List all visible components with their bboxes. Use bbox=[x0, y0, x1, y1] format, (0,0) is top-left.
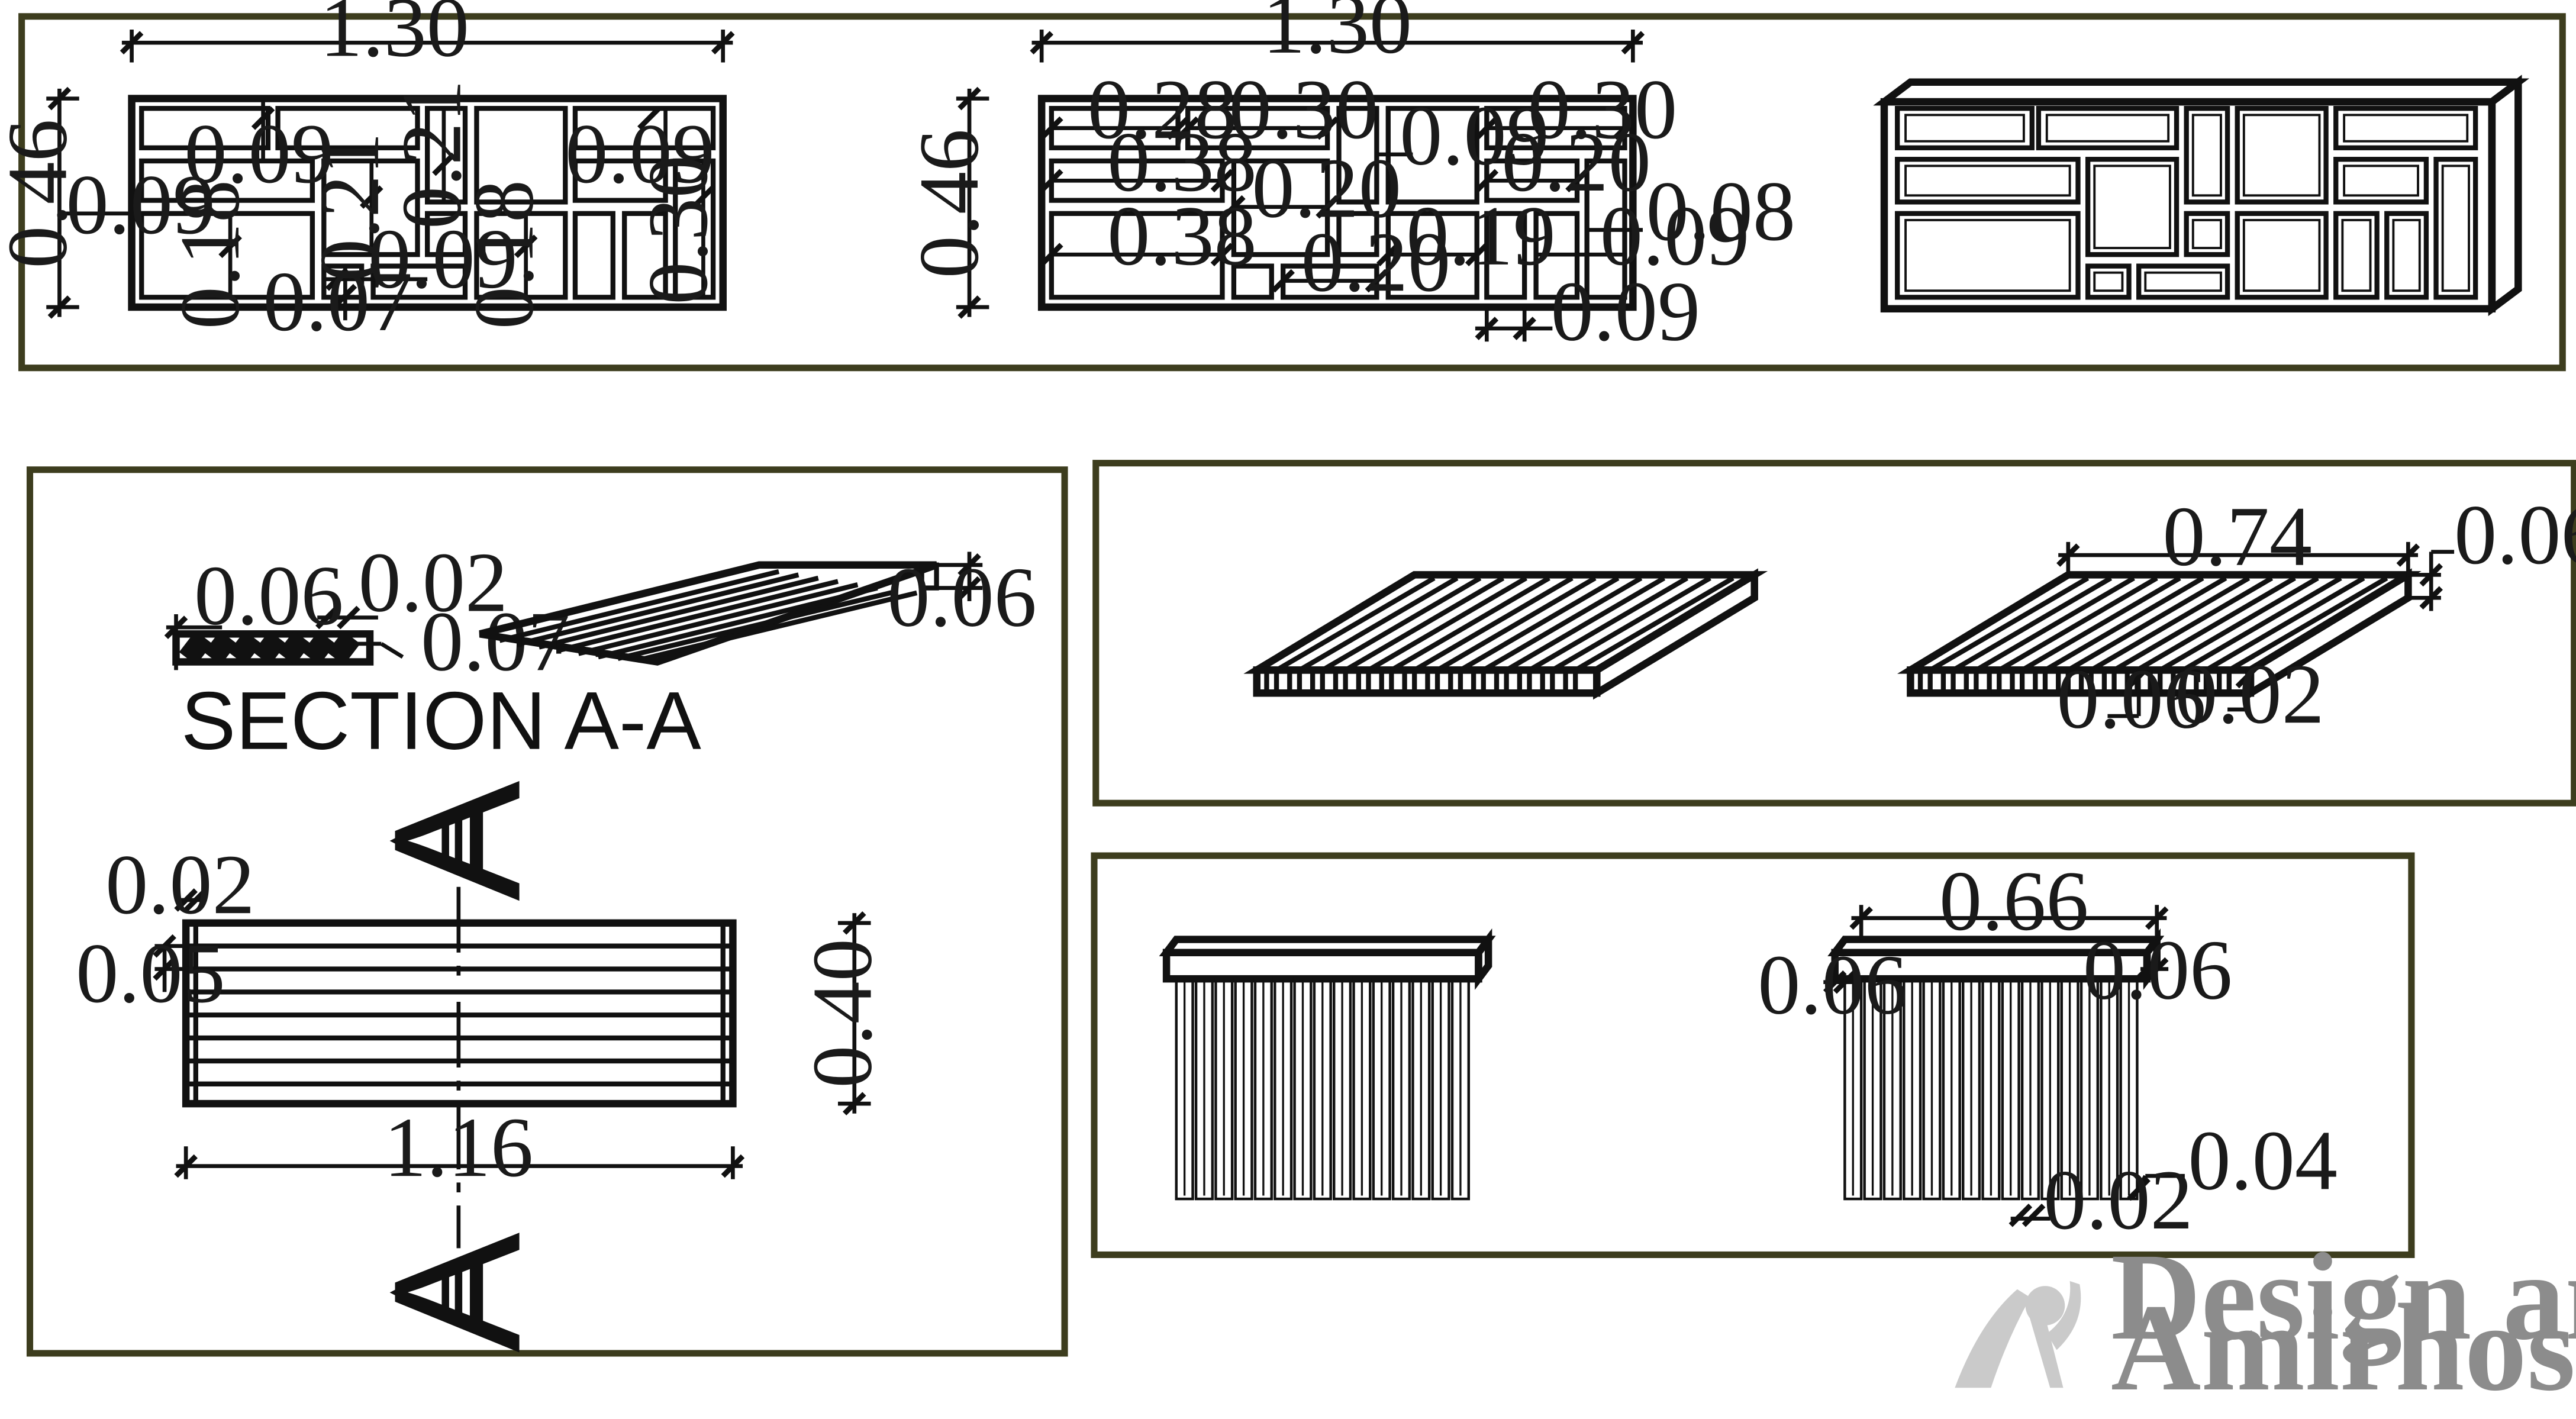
section-title: SECTION A-A bbox=[181, 675, 701, 767]
front-dim-d3: 0.21 bbox=[302, 132, 397, 282]
section-dim-s4: 0.06 bbox=[887, 550, 1037, 644]
cell-dim-c8: 0.08 bbox=[1646, 164, 1796, 259]
grille-dim-width: 0.74 bbox=[2162, 489, 2312, 584]
curtain-dim-right: 0.06 bbox=[2083, 923, 2233, 1017]
shelf-3d-view bbox=[1873, 75, 2530, 317]
top-panel: 1.30 0.46 0.09 0.09 0.21 0.21 0.09 0.18 … bbox=[0, 0, 2566, 372]
cell-dim-c12: 0.09 bbox=[1600, 189, 1750, 283]
front-dim-d9: 0.30 bbox=[631, 155, 726, 305]
cell-dim-c9: 0.38 bbox=[1107, 189, 1257, 283]
section-dim-s1: 0.06 bbox=[194, 549, 344, 643]
plan-dim-width: 1.16 bbox=[384, 1100, 534, 1195]
curtain-dimensions: 0.66 0.06 0.06 0.04 0.02 bbox=[1758, 854, 2338, 1247]
top-panel-frame bbox=[18, 13, 2566, 372]
curtain-dim-gap: 0.02 bbox=[2043, 1153, 2193, 1247]
cell-dim-c3: 0.09 bbox=[1400, 89, 1549, 183]
section-cut-letter-top: A bbox=[356, 780, 558, 901]
curtain-panel-frame bbox=[1091, 852, 2415, 1259]
watermark-line-2: Amirhossein Janzadeh bbox=[2111, 1278, 2576, 1417]
cell-dim-c4: 0.30 bbox=[1528, 62, 1678, 157]
cell-overall-height: 0.46 bbox=[902, 129, 997, 279]
plan-dim-height: 0.40 bbox=[795, 939, 890, 1088]
grille-panel: 0.74 0.06 0.06 0.02 bbox=[1092, 460, 2576, 807]
front-dim-d1: 0.09 bbox=[184, 107, 334, 201]
curtain-3d-view-plain bbox=[1159, 928, 1496, 1201]
watermark: Design and Build: Amirhossein Janzadeh bbox=[1955, 1227, 2576, 1417]
shelf-front-view: 1.30 0.46 0.09 0.09 0.21 0.21 0.09 0.18 … bbox=[0, 0, 733, 349]
cell-dim-c1: 0.28 bbox=[1088, 62, 1237, 157]
section-cut-marker-bottom: A bbox=[356, 1231, 558, 1353]
grille-dim-g1: 0.06 bbox=[2056, 652, 2206, 747]
cell-dim-c13: 0.09 bbox=[1551, 265, 1701, 359]
grille-3d-view-plain bbox=[1243, 568, 1768, 700]
cell-dim-c6: 0.20 bbox=[1252, 141, 1401, 236]
curtain-3d-view-dimensioned bbox=[1827, 928, 2165, 1201]
cell-dim-c10: 0.20 bbox=[1301, 215, 1451, 309]
section-a-a-profile: 0.06 0.02 0.07 bbox=[166, 535, 570, 689]
curtain-panel: 0.66 0.06 0.06 0.04 0.02 bbox=[1091, 852, 2415, 1259]
curtain-dim-left: 0.06 bbox=[1758, 937, 1907, 1032]
grille-dimensions: 0.74 0.06 0.06 0.02 bbox=[2056, 488, 2576, 747]
section-slat-perspective: 0.06 bbox=[479, 550, 1037, 666]
grille-dim-depth: 0.06 bbox=[2454, 488, 2576, 582]
curtain-dim-width: 0.66 bbox=[1939, 854, 2089, 949]
front-dim-d2: 0.09 bbox=[66, 157, 216, 252]
front-dim-d6: 0.18 bbox=[163, 180, 257, 330]
cell-overall-width: 1.30 bbox=[1262, 0, 1412, 72]
curtain-dim-thickness: 0.04 bbox=[2188, 1113, 2338, 1208]
designer-logo-icon bbox=[1955, 1281, 2081, 1388]
front-dim-d10: 0.07 bbox=[263, 254, 413, 349]
front-dim-d8: 0.18 bbox=[457, 180, 552, 330]
shelf-cell-view: 1.30 0.46 0.28 0.30 0.09 0.30 0.38 0.20 … bbox=[902, 0, 1795, 359]
front-dim-d7: 0.09 bbox=[368, 212, 518, 307]
section-cut-letter-bottom: A bbox=[356, 1231, 558, 1353]
section-slat-plan: 0.02 0.05 0.40 1.16 bbox=[76, 837, 890, 1249]
cell-dim-c2: 0.30 bbox=[1229, 62, 1379, 157]
plan-dim-p1: 0.02 bbox=[105, 837, 255, 932]
front-overall-height: 0.46 bbox=[0, 119, 85, 269]
grille-panel-frame bbox=[1092, 460, 2576, 807]
section-panel: 0.06 0.02 0.07 0.06 SECTION A-A bbox=[26, 466, 1068, 1357]
section-panel-frame bbox=[26, 466, 1068, 1357]
section-dim-s2: 0.02 bbox=[359, 535, 508, 630]
section-cut-marker-top: A bbox=[356, 780, 558, 901]
grille-dim-g2: 0.02 bbox=[2175, 647, 2324, 741]
front-dim-d4: 0.21 bbox=[385, 80, 479, 230]
cell-dim-c5: 0.38 bbox=[1107, 115, 1257, 209]
watermark-line-1: Design and Build: bbox=[2111, 1227, 2576, 1366]
front-dim-d5: 0.09 bbox=[565, 107, 715, 201]
cell-dim-c11: 0.19 bbox=[1406, 189, 1556, 283]
plan-dim-p2: 0.05 bbox=[76, 926, 225, 1021]
front-overall-width: 1.30 bbox=[320, 0, 469, 75]
cell-dim-c7: 0.20 bbox=[1501, 115, 1651, 209]
